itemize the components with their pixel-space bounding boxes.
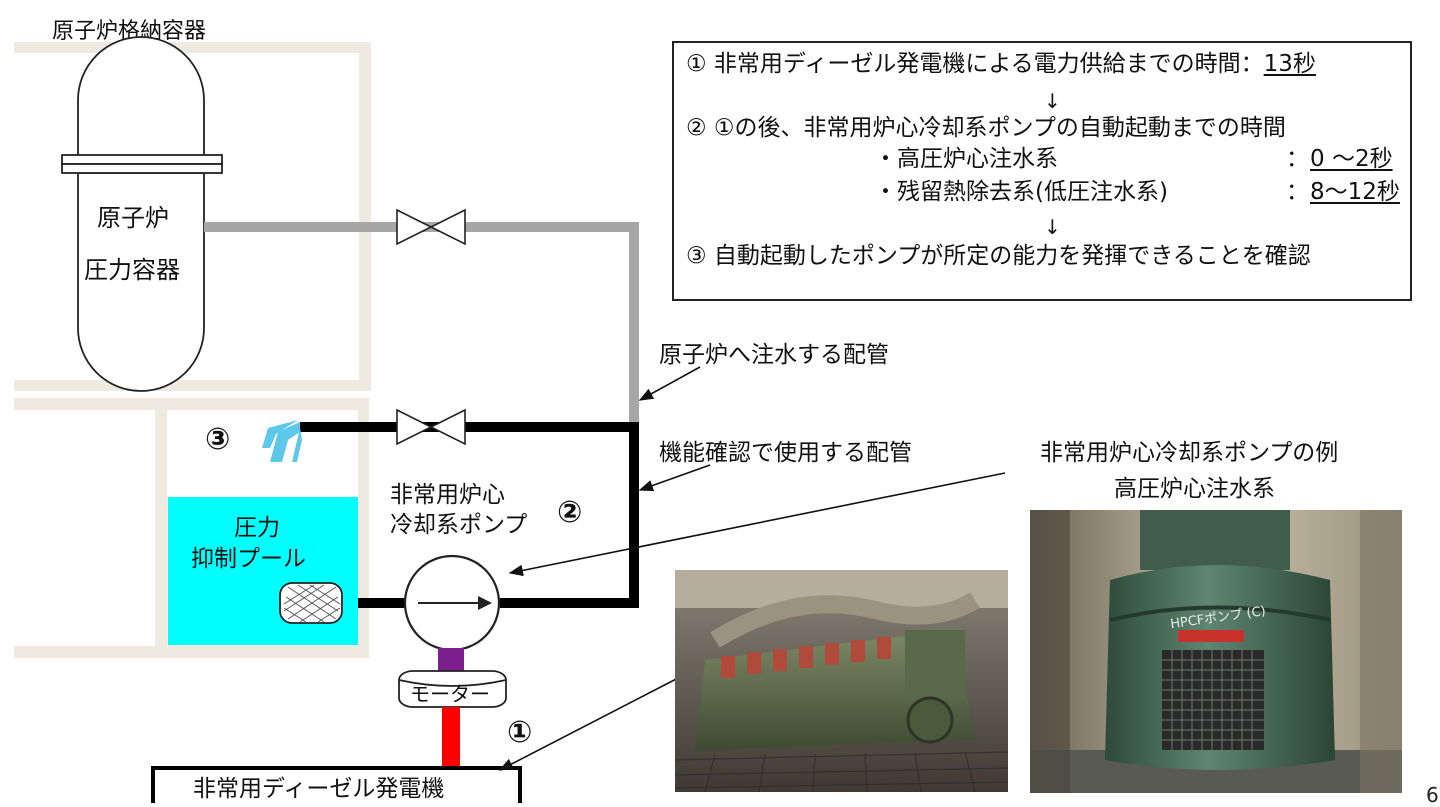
- motor-shaft: [438, 648, 464, 672]
- rhr-time: 8～12秒: [1310, 179, 1400, 205]
- pool-label-line2: 抑制プール: [191, 546, 306, 572]
- rpv-label-line1: 原子炉: [97, 204, 169, 232]
- flow-arrow-1: ↓: [1044, 89, 1061, 113]
- leader-arrows: [498, 366, 1006, 771]
- rpv-label-line2: 圧力容器: [84, 256, 180, 284]
- step2-line: ② ①の後、非常用炉心冷却系ポンプの自動起動までの時間: [686, 115, 1286, 141]
- motor-label: モーター: [410, 682, 490, 706]
- page-number: 6: [1426, 783, 1439, 807]
- pump-example-label-line2: 高圧炉心注水系: [1114, 476, 1275, 502]
- step1-marker: ①: [507, 715, 532, 750]
- step1-line: ① 非常用ディーゼル発電機による電力供給までの時間：13秒: [686, 53, 1316, 76]
- step2-marker: ②: [557, 495, 582, 530]
- containment-walls: [14, 42, 371, 658]
- leader-arrow-pump: [508, 472, 1006, 577]
- injection-pipe: [204, 222, 639, 425]
- injection-pipe-label: 原子炉へ注水する配管: [659, 342, 889, 368]
- leader-arrow-generator: [498, 675, 683, 771]
- pump-icon: [403, 554, 501, 652]
- step1-time: 13秒: [1263, 51, 1316, 77]
- step3-line: ③ 自動起動したポンプが所定の能力を発揮できることを確認: [686, 243, 1311, 269]
- injection-valve-icon: [396, 208, 466, 246]
- test-criteria-box: ① 非常用ディーゼル発電機による電力供給までの時間：13秒 ↓ ② ①の後、非常…: [672, 41, 1412, 301]
- pump-example-label-line1: 非常用炉心冷却系ポンプの例: [1040, 440, 1338, 466]
- step1-text: ① 非常用ディーゼル発電機による電力供給までの時間：: [686, 51, 1264, 77]
- hpcf-time: 0 ～2秒: [1310, 146, 1393, 172]
- pump-label-line1: 非常用炉心: [390, 482, 505, 508]
- rhr-colon: ：: [1286, 179, 1309, 205]
- water-spray-icon: [262, 420, 302, 462]
- pump-label-line2: 冷却系ポンプ: [390, 512, 527, 538]
- diesel-generator-box: [151, 766, 522, 803]
- hpcf-label: ・高圧炉心注水系: [874, 146, 1058, 172]
- diesel-generator-photo: [675, 570, 1008, 792]
- hpcf-colon: ：: [1286, 146, 1309, 172]
- strainer-icon: [279, 582, 343, 624]
- rhr-label: ・残留熱除去系(低圧注水系): [874, 179, 1168, 205]
- reactor-pressure-vessel: [61, 36, 223, 392]
- test-valve-icon: [396, 408, 466, 446]
- test-pipe-label: 機能確認で使用する配管: [659, 440, 912, 466]
- pool-label-line1: 圧力: [234, 515, 280, 541]
- power-cable: [442, 707, 460, 769]
- leader-arrow-injection-pipe: [638, 366, 701, 401]
- flow-arrow-2: ↓: [1044, 215, 1061, 239]
- generator-label: 非常用ディーゼル発電機: [193, 776, 444, 802]
- hpcf-pump-photo: HPCFポンプ (C): [1030, 510, 1402, 793]
- step3-marker: ③: [205, 422, 230, 457]
- leader-arrow-test-pipe: [638, 464, 711, 492]
